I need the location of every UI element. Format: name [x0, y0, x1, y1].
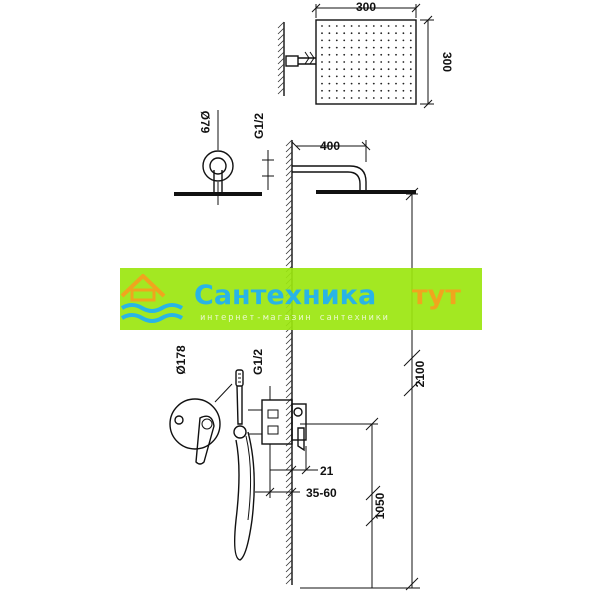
dim-mixer-height: 1050 [373, 492, 387, 519]
depth-dimensions: 21 35-60 [255, 444, 337, 500]
watermark: Сантехника тут интернет-магазин сантехни… [120, 268, 482, 330]
showerhead-top-view: 300 300 [277, 0, 454, 109]
dim-arm-thread: G1/2 [252, 113, 266, 139]
watermark-brand-part2: тут [412, 280, 461, 311]
dim-flange-diameter: Ø79 [198, 111, 212, 134]
showerhead-nozzle-grid [321, 25, 412, 99]
shower-arm-side-view: G1/2 400 [252, 113, 416, 585]
house-logo-icon [120, 274, 184, 323]
mixer-height-dimension: 1050 [300, 417, 387, 588]
dim-wall-depth: 35-60 [306, 486, 337, 500]
showerhead-flange-view: Ø79 [174, 110, 262, 205]
dim-handshower-thread: G1/2 [251, 349, 265, 375]
watermark-brand-part1: Сантехника [194, 280, 376, 311]
dim-shower-height: 2100 [413, 360, 427, 387]
wall-hatch-top [277, 21, 285, 95]
dim-showerhead-depth: 300 [440, 52, 454, 72]
dim-mixer-diameter: Ø178 [174, 345, 188, 375]
mixer-side-view: G1/2 [248, 349, 307, 452]
dim-arm-length: 400 [320, 139, 340, 153]
watermark-tagline: интернет-магазин сантехники [200, 313, 390, 323]
wall-hatch [285, 139, 293, 585]
dim-showerhead-width: 300 [356, 0, 376, 14]
dim-plate-offset: 21 [320, 464, 334, 478]
hand-shower [233, 369, 255, 561]
mixer-front-view: Ø178 [169, 345, 233, 465]
shower-height-dimension: 2100 [300, 187, 427, 591]
watermark-band [120, 268, 482, 330]
